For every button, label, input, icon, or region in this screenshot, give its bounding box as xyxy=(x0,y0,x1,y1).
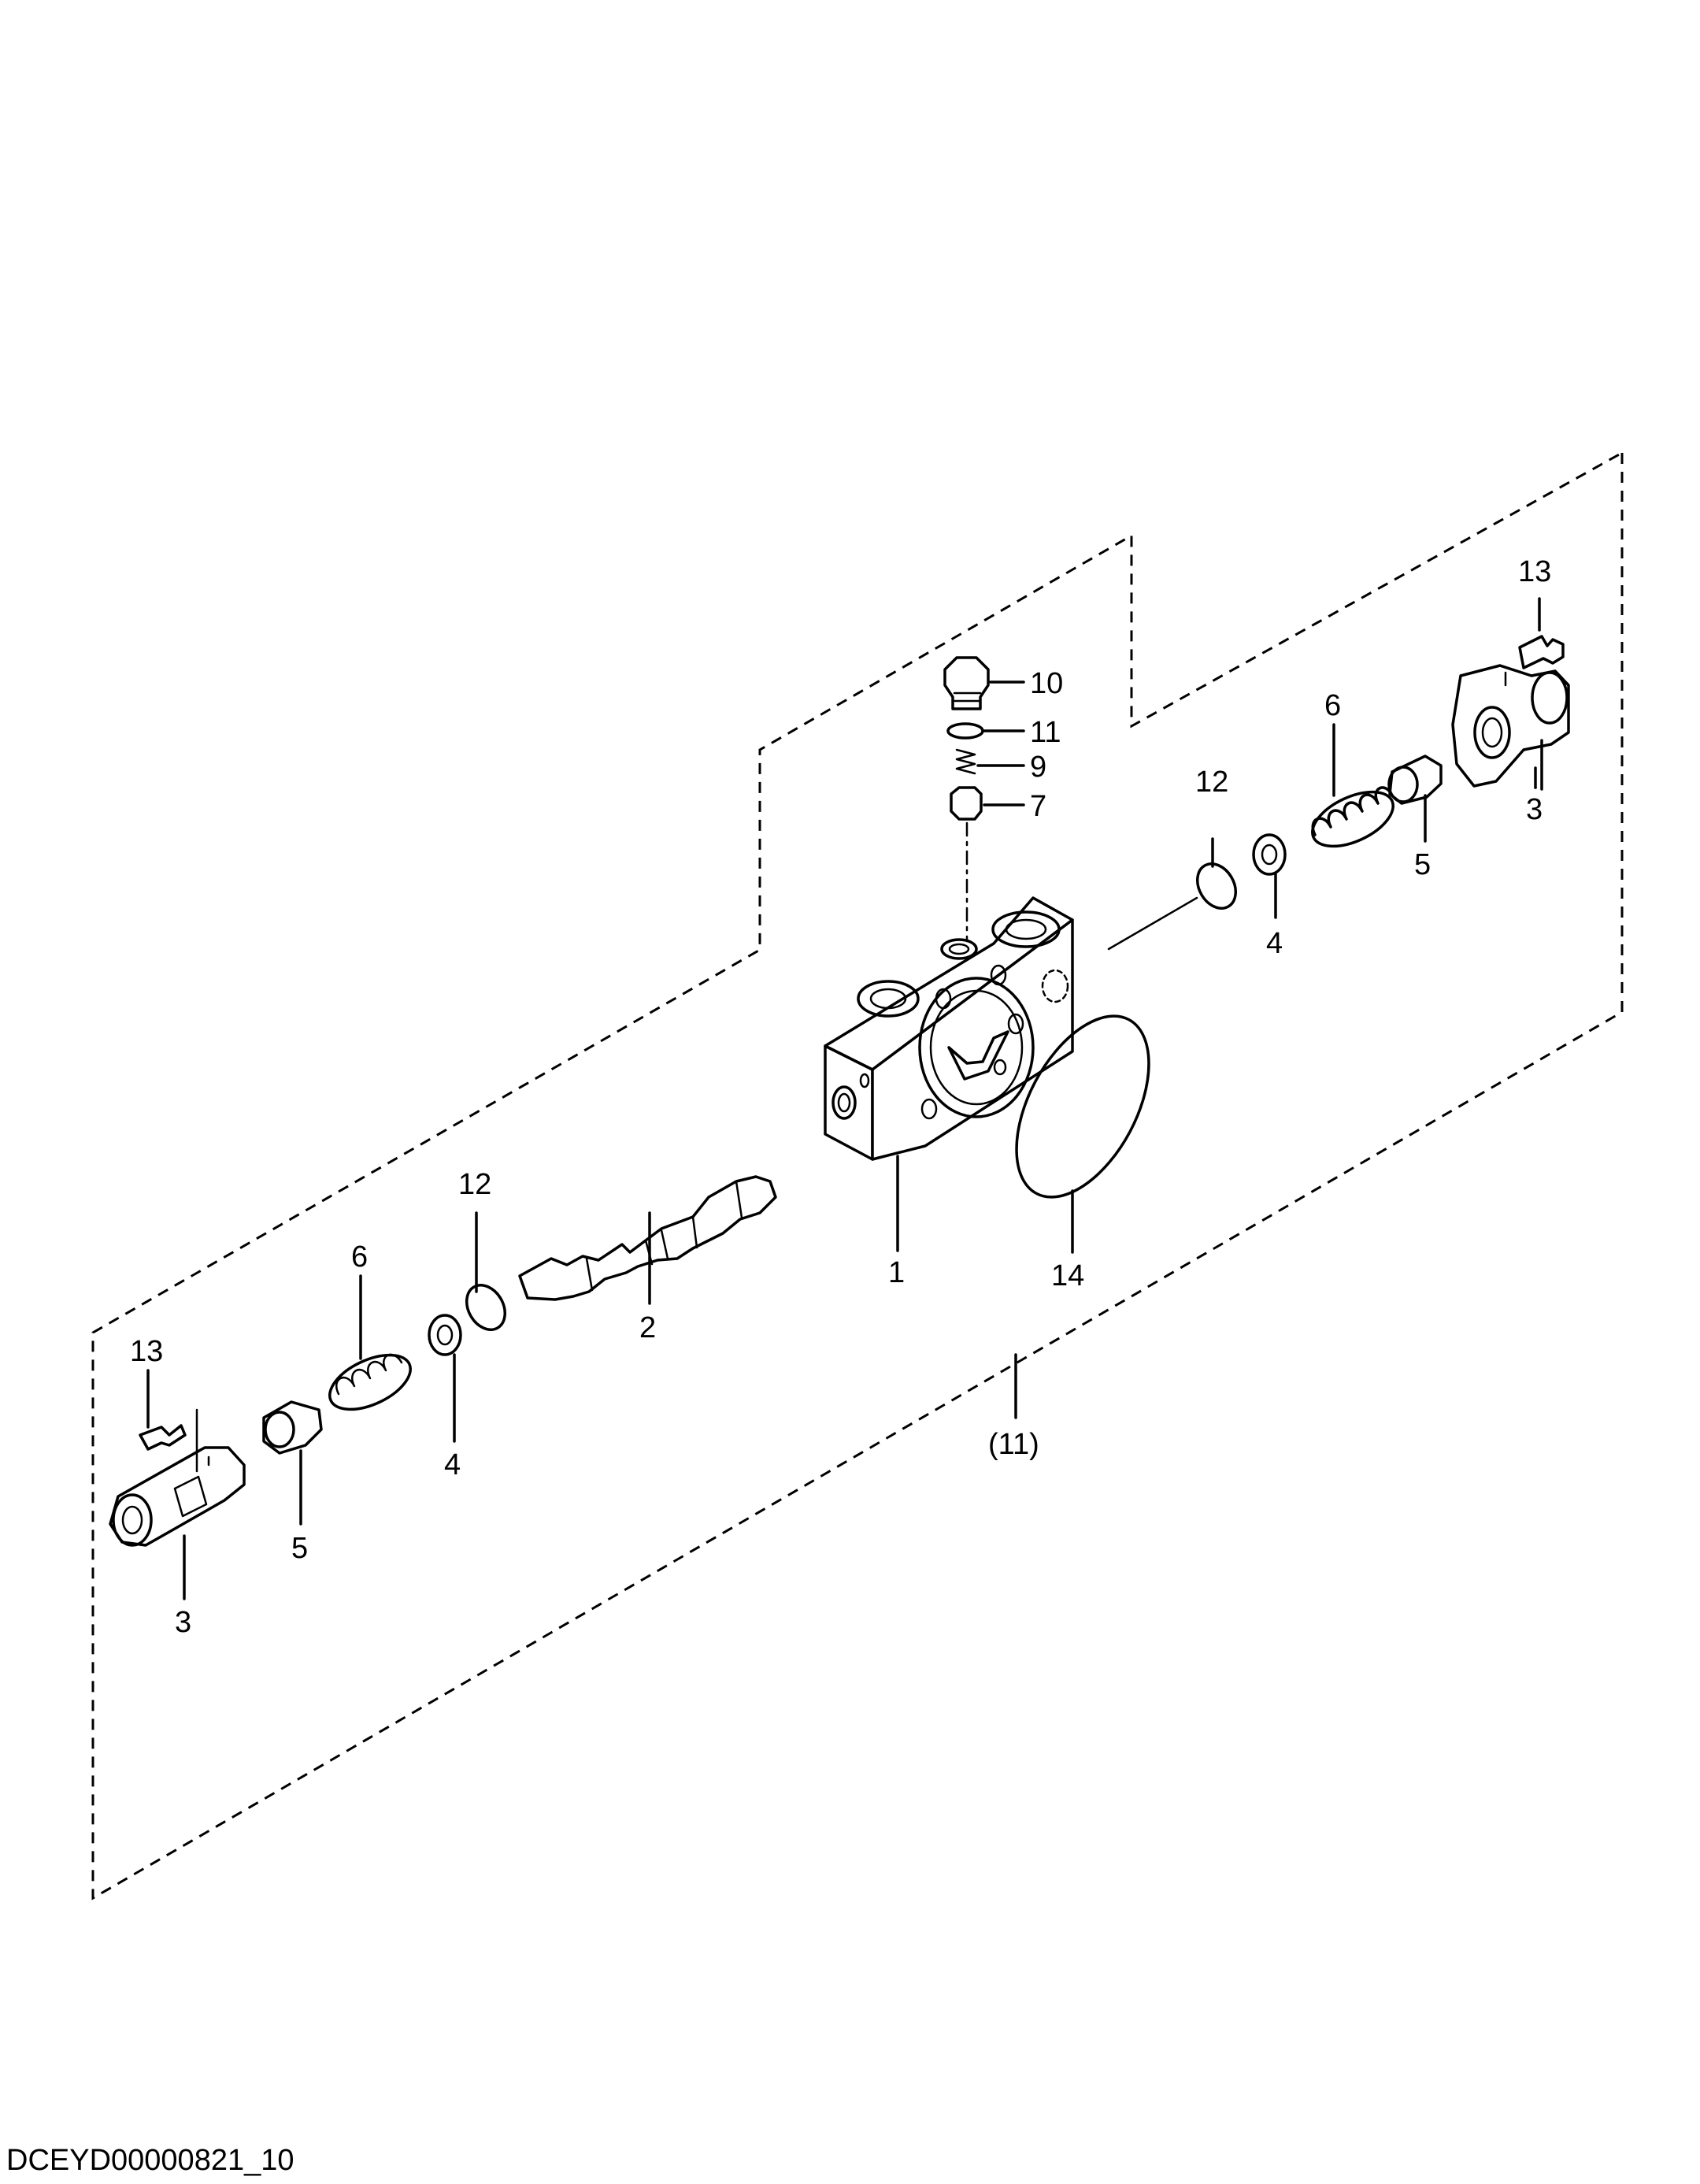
part-4-right-washer xyxy=(1252,833,1287,919)
part-3-right-cap xyxy=(1451,664,1570,791)
callout-3-left: 3 xyxy=(175,1606,191,1639)
callout-3-right: 3 xyxy=(1526,793,1543,826)
callout-12-right: 12 xyxy=(1195,766,1228,799)
callout-6-left: 6 xyxy=(351,1240,368,1274)
callout-11-group: (11) xyxy=(988,1428,1039,1461)
callout-1: 1 xyxy=(888,1256,905,1289)
part-12-right-oring xyxy=(1107,837,1237,951)
part-12-left-oring xyxy=(465,1211,506,1331)
callout-7: 7 xyxy=(1030,790,1046,823)
callout-2: 2 xyxy=(639,1311,656,1344)
callout-13-right: 13 xyxy=(1518,555,1551,588)
part-7-poppet xyxy=(950,786,1025,943)
callout-11: 11 xyxy=(1030,716,1061,749)
document-id: DCEYD00000821_10 xyxy=(6,2144,294,2177)
part-5-right-sleeve xyxy=(1387,755,1443,843)
part-5-left-sleeve xyxy=(262,1400,323,1526)
callout-4-right: 4 xyxy=(1266,927,1283,960)
part-6-left-spring xyxy=(328,1274,412,1411)
callout-6-right: 6 xyxy=(1324,689,1341,722)
part-6-right-spring xyxy=(1311,723,1394,848)
part-2-spool xyxy=(518,1175,777,1305)
callout-9: 9 xyxy=(1030,751,1046,784)
part-9-spring-small xyxy=(955,748,1025,775)
part-13-left-bolt xyxy=(139,1369,187,1451)
part-3-left-cap xyxy=(109,1408,246,1600)
callout-5-right: 5 xyxy=(1414,848,1431,881)
callout-12-left: 12 xyxy=(458,1168,491,1201)
part-1-valve-body xyxy=(824,896,1074,1252)
part-13-right-bolt xyxy=(1504,597,1565,687)
callout-4-left: 4 xyxy=(444,1448,461,1481)
part-11-oring-small xyxy=(946,722,1025,740)
part-14-large-oring xyxy=(1015,1014,1150,1254)
callout-14: 14 xyxy=(1051,1259,1084,1292)
callout-5-left: 5 xyxy=(291,1532,308,1565)
part-10-plug xyxy=(943,656,1025,710)
part-4-left-washer xyxy=(428,1314,462,1443)
callout-10: 10 xyxy=(1030,667,1063,700)
kit-boundary-dashed xyxy=(91,451,1624,1900)
callout-13-left: 13 xyxy=(130,1335,163,1368)
